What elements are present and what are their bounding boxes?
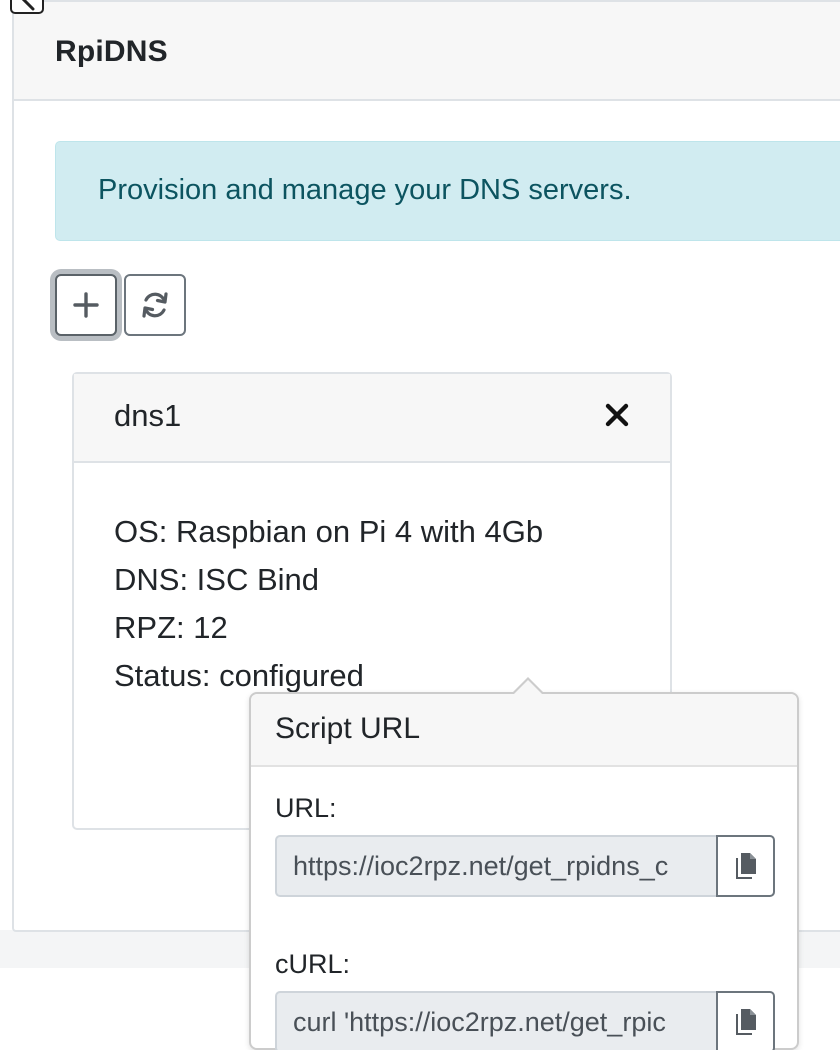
popover-header: Script URL — [251, 694, 797, 767]
refresh-icon — [142, 292, 168, 318]
dns-info: DNS: ISC Bind — [114, 562, 320, 597]
copy-icon — [735, 853, 756, 879]
copy-url-button[interactable] — [716, 835, 775, 897]
copy-curl-button[interactable] — [716, 991, 775, 1050]
info-alert: Provision and manage your DNS servers. — [55, 141, 840, 241]
field-spacer — [275, 897, 797, 947]
url-field[interactable]: https://ioc2rpz.net/get_rpidns_c — [275, 835, 716, 897]
close-icon — [605, 403, 629, 427]
os-info: OS: Raspbian on Pi 4 with 4Gb — [114, 514, 544, 549]
curl-input-group: curl 'https://ioc2rpz.net/get_rpic — [275, 991, 775, 1050]
url-input-group: https://ioc2rpz.net/get_rpidns_c — [275, 835, 775, 897]
dns-server-name: dns1 — [114, 398, 182, 433]
popover-body: URL: https://ioc2rpz.net/get_rpidns_c cU… — [251, 767, 797, 1050]
url-label: URL: — [275, 793, 337, 823]
popover-arrow-fill — [513, 680, 543, 695]
delete-server-button[interactable] — [602, 400, 632, 430]
brand-title: RpiDNS — [55, 35, 168, 68]
add-server-button[interactable] — [55, 274, 117, 336]
dns-card-header: dns1 — [74, 374, 670, 463]
script-url-popover: Script URL URL: https://ioc2rpz.net/get_… — [249, 677, 799, 1050]
plus-icon — [73, 292, 99, 318]
popover-title: Script URL — [275, 712, 421, 745]
dns-card-body: OS: Raspbian on Pi 4 with 4Gb DNS: ISC B… — [74, 463, 670, 700]
alert-text: Provision and manage your DNS servers. — [98, 174, 632, 206]
copy-icon — [735, 1009, 756, 1035]
curl-field[interactable]: curl 'https://ioc2rpz.net/get_rpic — [275, 991, 716, 1050]
curl-label: cURL: — [275, 949, 351, 979]
card-header: RpiDNS — [14, 2, 840, 101]
rpz-info: RPZ: 12 — [114, 610, 228, 645]
collapse-icon[interactable] — [10, 0, 44, 14]
status-info: Status: configured — [114, 658, 364, 693]
refresh-button[interactable] — [124, 274, 186, 336]
